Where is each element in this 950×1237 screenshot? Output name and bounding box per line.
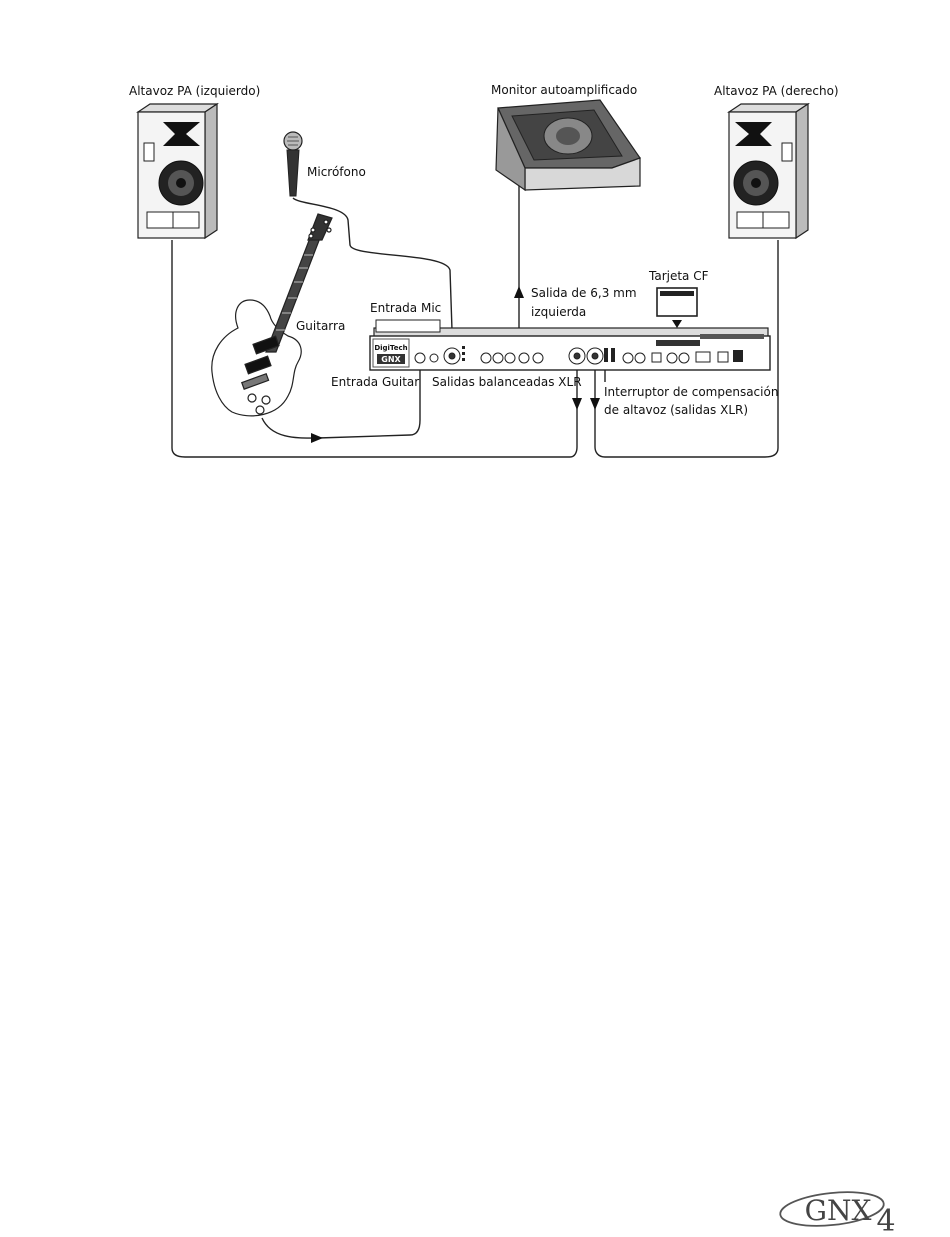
microphone	[284, 132, 302, 196]
electric-guitar	[212, 214, 332, 416]
label-switch-line1: Interruptor de compensación	[604, 385, 778, 399]
label-microphone: Micrófono	[307, 165, 366, 179]
gnx-processor: DigiTech GNX	[370, 328, 770, 370]
guitar-input-jack-icon	[415, 353, 425, 363]
label-guitar-input: Entrada Guitar	[331, 375, 419, 389]
label-pa-left: Altavoz PA (izquierdo)	[129, 84, 260, 98]
mic-input-box	[376, 320, 440, 332]
label-monitor: Monitor autoamplificado	[491, 83, 637, 97]
gnx4-logo: GNX 4	[779, 1188, 896, 1237]
speaker-comp-switch-icon	[604, 348, 608, 362]
device-model: GNX	[381, 355, 401, 364]
device-brand: DigiTech	[374, 344, 407, 352]
label-pa-right: Altavoz PA (derecho)	[714, 84, 839, 98]
stage-monitor	[496, 100, 640, 190]
cf-card-slot	[656, 340, 700, 346]
guitar-arrow-icon	[311, 433, 323, 443]
monitor-arrow-icon	[514, 286, 524, 298]
label-mic-input: Entrada Mic	[370, 301, 441, 315]
logo-text: GNX	[805, 1194, 872, 1227]
label-cf-card: Tarjeta CF	[648, 269, 709, 283]
logo-number: 4	[876, 1204, 895, 1237]
pa-speaker-right	[729, 104, 808, 238]
label-xlr-outputs: Salidas balanceadas XLR	[432, 375, 582, 389]
label-output-line2: izquierda	[531, 305, 586, 319]
right-xlr-arrow-icon	[590, 398, 600, 410]
label-guitar: Guitarra	[296, 319, 345, 333]
label-output-line1: Salida de 6,3 mm	[531, 286, 637, 300]
pa-speaker-left	[138, 104, 217, 238]
label-switch-line2: de altavoz (salidas XLR)	[604, 403, 748, 417]
cf-card	[657, 288, 697, 328]
left-xlr-arrow-icon	[572, 398, 582, 410]
